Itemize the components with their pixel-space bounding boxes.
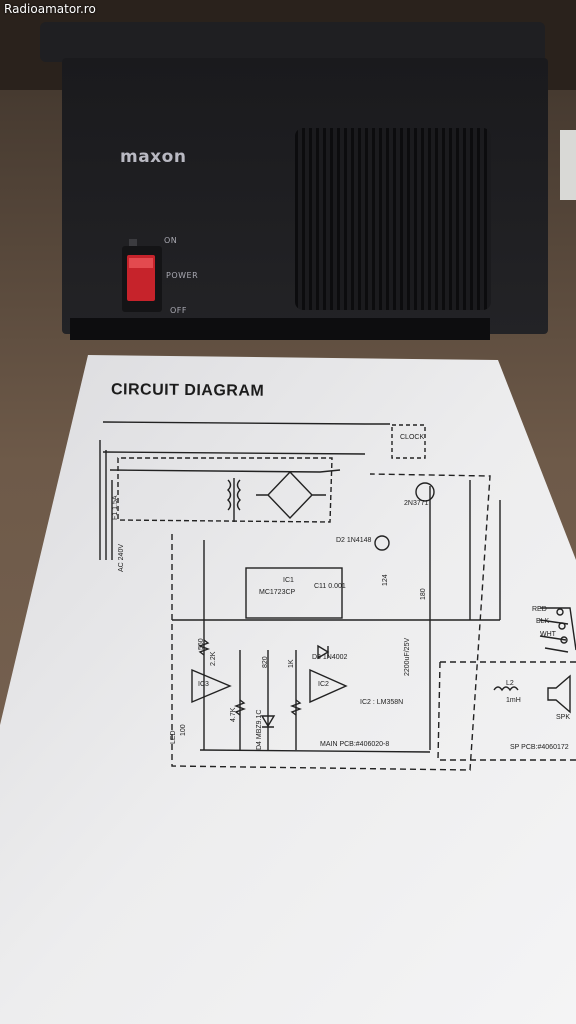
r-1k-label: 1K — [288, 659, 295, 668]
resistor-r3 — [290, 699, 302, 716]
right-object — [560, 130, 576, 200]
upper-rail — [109, 469, 341, 473]
wht-wire-label: WHT — [540, 631, 556, 638]
bridge-rectifier — [256, 470, 326, 520]
r-4.7k-label: 4.7K — [230, 707, 237, 722]
r-180-label: 180 — [420, 588, 427, 600]
d2-label: D2 1N4148 — [336, 537, 372, 544]
clock-label: CLOCK — [400, 434, 425, 441]
main-capacitor-label: 2200uF/25V — [404, 637, 411, 676]
connector-1 — [556, 608, 564, 616]
ic3-opamp — [191, 668, 232, 704]
switch-highlight — [129, 258, 153, 268]
r-100-label: 100 — [180, 724, 187, 736]
r-124-label: 124 — [382, 574, 389, 586]
inductor-l2 — [493, 686, 519, 692]
paper-sheet — [0, 355, 576, 1024]
transistor-symbol-2 — [374, 535, 390, 551]
ac-input-lines — [99, 440, 113, 560]
device-brand-logo: maxon — [120, 147, 187, 167]
watermark-text: Radioamator.ro — [4, 2, 96, 16]
r-560-label: 560 — [198, 638, 205, 650]
resistor-r1 — [198, 639, 210, 656]
ac-label: AC 240V — [118, 543, 125, 572]
fuse-label: F1 1.5A — [112, 495, 119, 520]
red-wire-label: RED — [532, 606, 547, 613]
ic2-label: IC2 — [318, 681, 329, 688]
ic1-part-label: MC1723CP — [259, 589, 296, 596]
diode-d4 — [260, 715, 276, 728]
transistor-label: 2N3771 — [404, 500, 429, 507]
power-supply-device — [40, 22, 548, 340]
sp-pcb-outline — [437, 661, 576, 761]
ic1-label: IC1 — [283, 577, 294, 584]
bottom-rail — [172, 619, 500, 753]
schematic-linework — [99, 421, 576, 771]
r-2.2k-label: 2.2K — [210, 651, 217, 666]
connector-2 — [558, 622, 566, 630]
d3-label: D3 1N4002 — [312, 654, 348, 661]
ic3-label: IC3 — [198, 681, 209, 688]
inductor-value-label: 1mH — [506, 697, 521, 704]
diode-d3 — [317, 644, 330, 660]
main-pcb-label: MAIN PCB:#406020-8 — [320, 741, 390, 748]
l2-label: L2 — [506, 680, 514, 687]
c11-label: C11 0.001 — [314, 583, 346, 590]
device-top — [40, 22, 545, 62]
switch-on-label: ON — [164, 236, 178, 245]
switch-off-label: OFF — [170, 306, 187, 315]
transformer-outline — [117, 457, 333, 523]
ic2-part-label: IC2 : LM358N — [360, 699, 404, 706]
ic2-opamp — [309, 668, 348, 704]
spk-label: SPK — [556, 714, 571, 721]
speaker-grille — [295, 128, 491, 310]
speaker-symbol — [547, 674, 571, 714]
connector-3 — [560, 636, 568, 644]
ic1-box — [245, 567, 343, 619]
top-rail — [102, 421, 390, 455]
blk-wire-label: BLK — [536, 618, 550, 625]
r-820-label: 820 — [262, 656, 269, 668]
device-base — [70, 318, 490, 340]
sp-pcb-label: SP PCB:#4060172 — [510, 744, 569, 751]
main-pcb-outline — [171, 473, 491, 771]
d4-label: D4 MBZ9.1C — [256, 709, 263, 750]
output-connectors — [539, 607, 576, 653]
led-label: LED — [170, 730, 177, 744]
switch-power-label: POWER — [166, 271, 199, 280]
resistor-r2 — [234, 699, 246, 716]
diagram-title: CIRCUIT DIAGRAM — [110, 381, 265, 400]
led-indicator — [129, 239, 137, 246]
transistor-symbol — [415, 482, 435, 502]
transformer-coils — [227, 478, 241, 522]
clock-box — [391, 424, 426, 459]
